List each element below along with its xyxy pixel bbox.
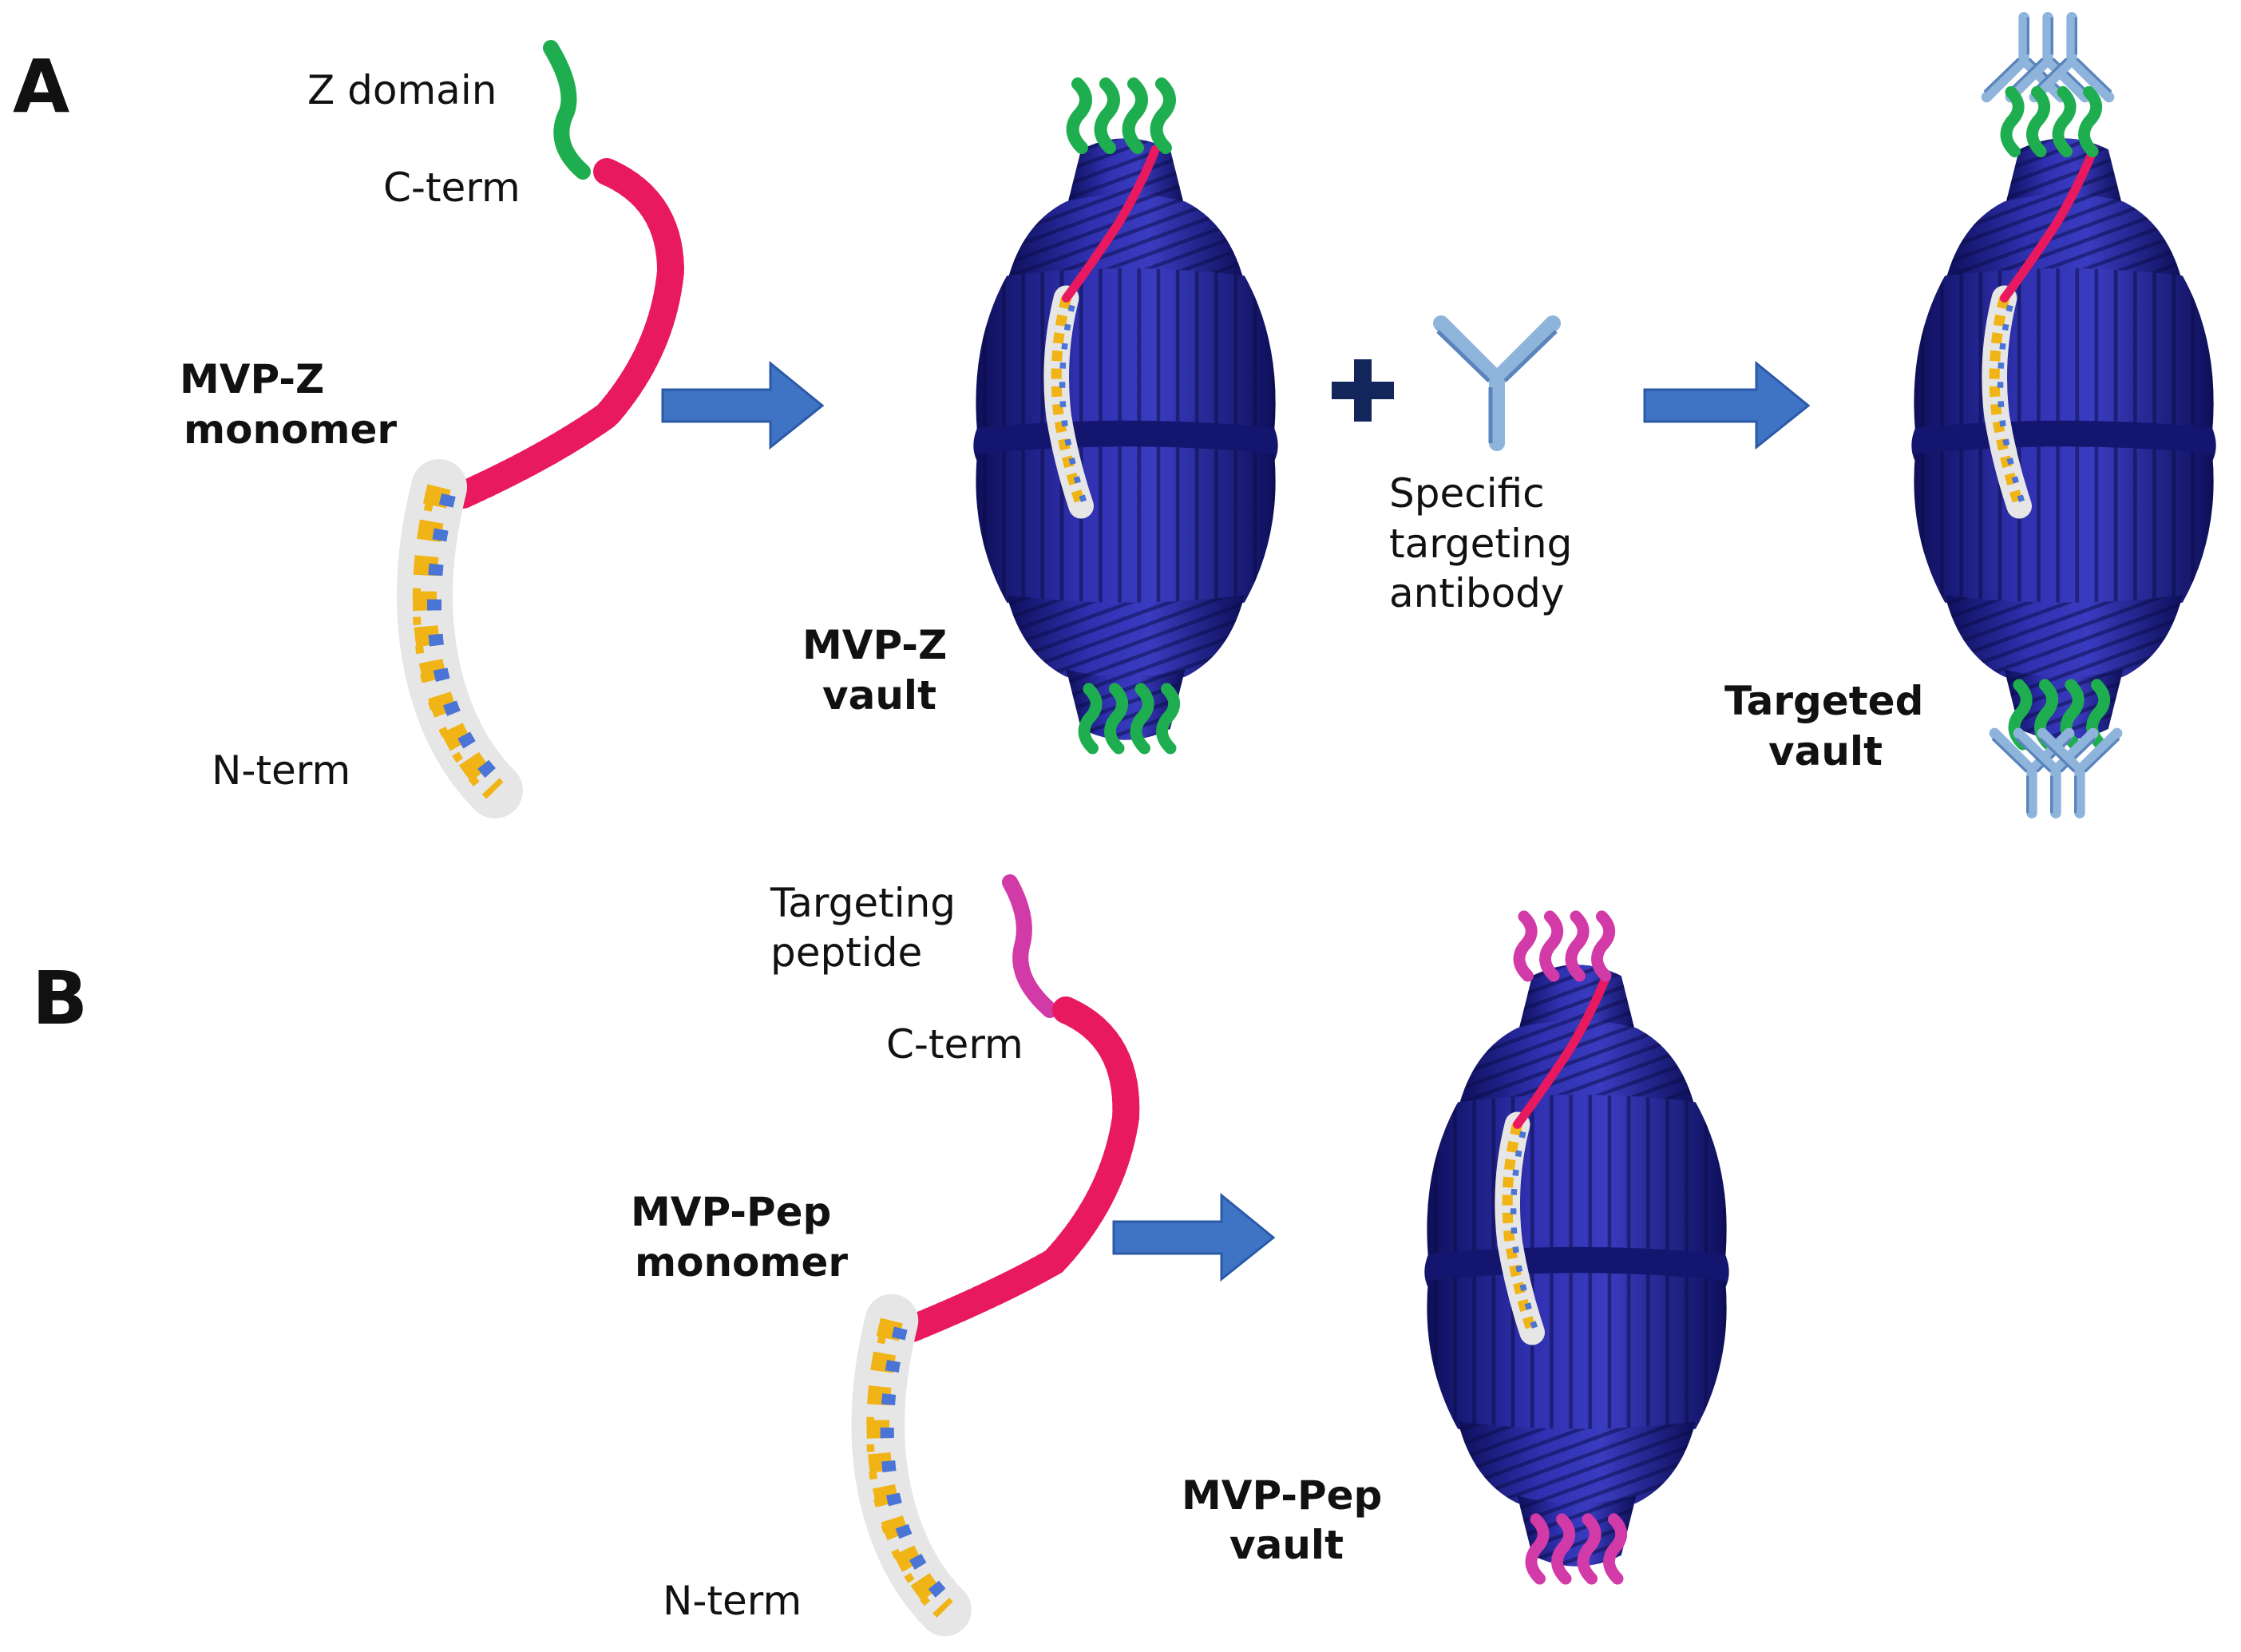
targeted-vault — [1911, 18, 2215, 814]
antibody-cluster-top — [1985, 18, 2112, 97]
monomer-label-line2: monomer — [635, 1239, 848, 1286]
mvp-pep-vault — [1424, 917, 1728, 1579]
n-term-label: N-term — [212, 747, 350, 794]
antibody-label-line2: targeting — [1389, 521, 1572, 567]
vault-label-line2: vault — [1229, 1522, 1344, 1568]
z-domain-label: Z domain — [307, 67, 497, 113]
z-domain-tail — [543, 40, 591, 180]
c-term-label: C-term — [383, 164, 521, 211]
antibody-cluster-bottom — [1993, 733, 2120, 813]
c-term-label: C-term — [886, 1021, 1023, 1068]
mvp-z-monomer — [417, 40, 685, 794]
peptide-label-line1: Targeting — [770, 880, 956, 926]
vault-label-line1: MVP-Z — [802, 622, 947, 668]
z-domain-cluster-top — [1073, 84, 1170, 148]
monomer-label-line1: MVP-Z — [180, 356, 324, 402]
mvp-pep-monomer — [870, 874, 1140, 1614]
linker-chain — [897, 996, 1140, 1343]
monomer-helix — [417, 487, 501, 794]
linker-chain — [449, 158, 685, 509]
assembly-arrow — [661, 360, 825, 450]
vault-label-line1: MVP-Pep — [1182, 1472, 1382, 1519]
targeted-label-line2: vault — [1768, 728, 1883, 774]
antibody-label-line3: antibody — [1389, 570, 1564, 616]
monomer-label-line2: monomer — [184, 406, 397, 453]
peptide-tail — [1002, 874, 1058, 1018]
mvp-z-vault — [973, 84, 1277, 748]
assembly-arrow — [1112, 1192, 1276, 1282]
monomer-helix — [870, 1321, 951, 1614]
antibody-label-line1: Specific — [1389, 470, 1545, 517]
antibody-icon — [1438, 323, 1556, 443]
vault-label-line2: vault — [822, 672, 936, 719]
monomer-label-line1: MVP-Pep — [631, 1189, 831, 1235]
panel-b-letter: B — [32, 956, 88, 1041]
binding-arrow — [1643, 360, 1811, 450]
targeted-label-line1: Targeted — [1724, 678, 1923, 724]
n-term-label: N-term — [663, 1578, 802, 1624]
plus-icon — [1332, 359, 1394, 422]
panel-a-letter: A — [13, 44, 69, 129]
peptide-label-line2: peptide — [770, 929, 922, 976]
